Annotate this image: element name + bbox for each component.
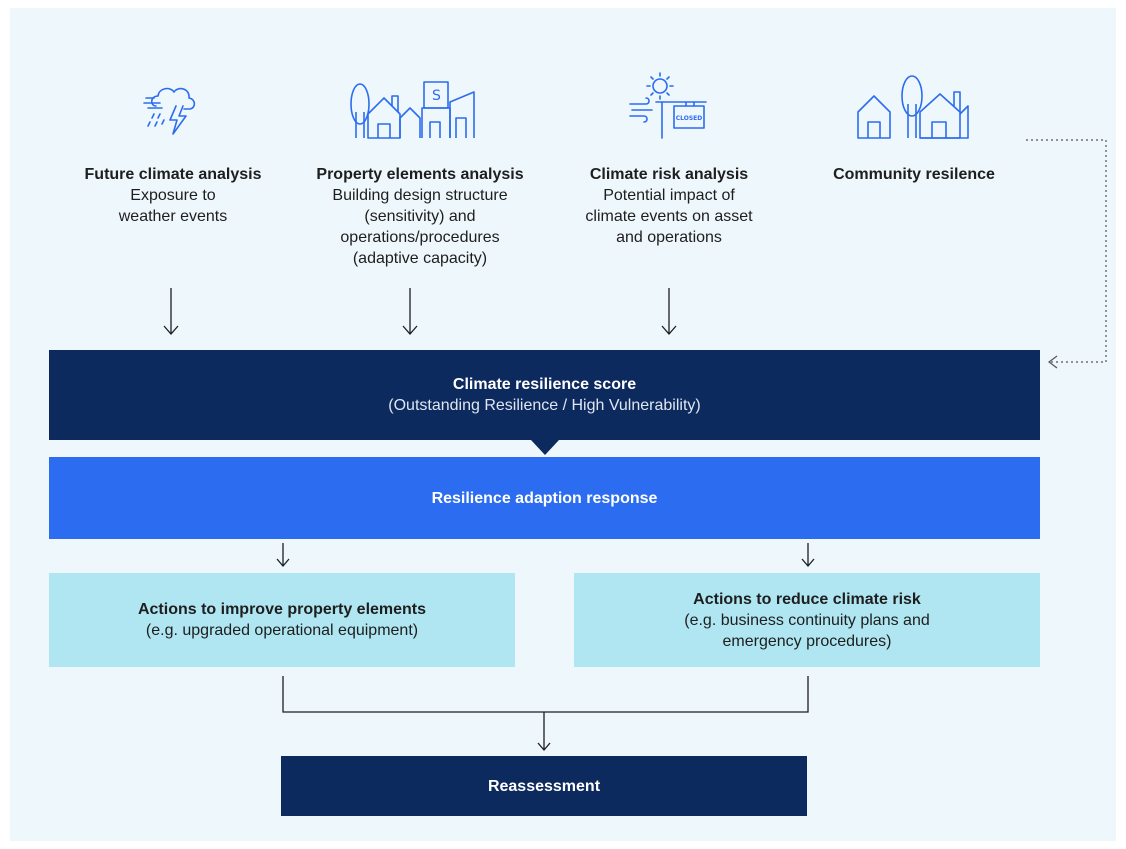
response-title: Resilience adaption response bbox=[431, 489, 658, 507]
action-property-elements-box: Actions to improve property elements (e.… bbox=[49, 573, 515, 667]
sign-text: CLOSED bbox=[676, 115, 703, 122]
reassessment-box: Reassessment bbox=[281, 756, 807, 816]
storm-cloud-icon bbox=[140, 76, 202, 144]
input-future-climate: Future climate analysis Exposure to weat… bbox=[62, 164, 284, 227]
input-community-resilience: Community resilence bbox=[800, 164, 1028, 185]
action-climate-risk-box: Actions to reduce climate risk (e.g. bus… bbox=[574, 573, 1040, 667]
closed-sign-icon: CLOSED bbox=[628, 70, 712, 140]
action-subtitle: (e.g. business continuity plans and emer… bbox=[684, 611, 930, 650]
resilience-response-box: Resilience adaption response bbox=[49, 457, 1040, 539]
action-subtitle: (e.g. upgraded operational equipment) bbox=[145, 622, 419, 639]
svg-text:S: S bbox=[432, 88, 441, 104]
input-title: Community resilence bbox=[833, 166, 995, 183]
input-subtitle: Building design structure (sensitivity) … bbox=[332, 187, 508, 267]
action-title: Actions to reduce climate risk bbox=[693, 590, 921, 608]
input-subtitle: Potential impact of climate events on as… bbox=[585, 187, 753, 246]
input-climate-risk: Climate risk analysis Potential impact o… bbox=[556, 164, 782, 248]
input-title: Property elements analysis bbox=[316, 166, 524, 183]
action-title: Actions to improve property elements bbox=[137, 601, 427, 618]
climate-resilience-score-box: Climate resilience score (Outstanding Re… bbox=[49, 350, 1040, 440]
buildings-icon: S bbox=[348, 78, 478, 142]
score-title: Climate resilience score bbox=[452, 376, 637, 393]
score-subtitle: (Outstanding Resilience / High Vulnerabi… bbox=[388, 397, 701, 414]
reassessment-title: Reassessment bbox=[487, 777, 601, 795]
houses-tree-icon bbox=[856, 74, 974, 142]
input-title: Climate risk analysis bbox=[589, 166, 749, 183]
input-property-elements: Property elements analysis Building desi… bbox=[290, 164, 550, 269]
input-subtitle: Exposure to weather events bbox=[118, 187, 228, 225]
input-title: Future climate analysis bbox=[84, 166, 262, 183]
